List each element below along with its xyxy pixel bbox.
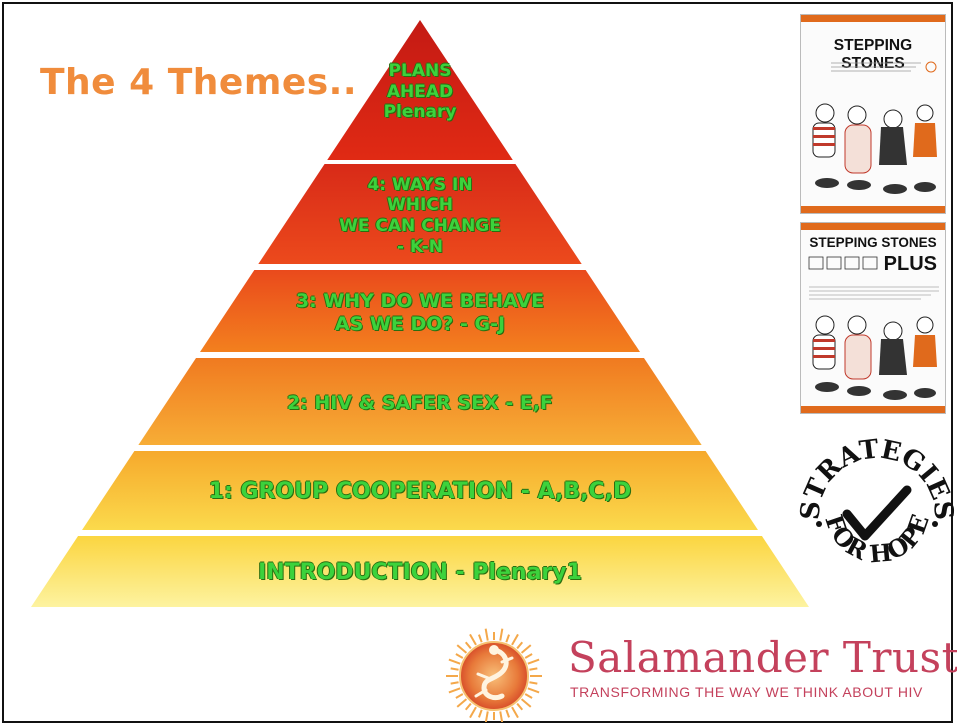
book-title: STEPPING STONES <box>809 235 937 250</box>
pyramid-layer-5 <box>258 164 582 264</box>
stepping-stones-book-cover: STEPPING STONES <box>800 14 946 214</box>
pyramid-label-line: WHICH <box>386 195 453 216</box>
strategies-for-hope-logo: STRATEGIES FOR HOPE <box>797 434 957 568</box>
pyramid-layer-label: 2: HIV & SAFER SEX - E,F <box>160 392 680 415</box>
pyramid-label-line: 2: HIV & SAFER SEX - E,F <box>286 391 554 414</box>
stepping-stones-plus-book-cover: STEPPING STONES PLUS <box>800 222 946 414</box>
pyramid-layer-label: INTRODUCTION - Plenary1 <box>160 560 680 587</box>
pyramid-layer-label: 1: GROUP COOPERATION - A,B,C,D <box>160 479 680 506</box>
pyramid-layer-2 <box>82 451 758 530</box>
pyramid-layer-3 <box>138 358 702 445</box>
pyramid-label-line: Plenary <box>383 102 457 123</box>
pyramid-label-line: INTRODUCTION - Plenary1 <box>258 560 582 586</box>
pyramid-label-line: WE CAN CHANGE <box>339 215 501 236</box>
pyramid-label-line: AS WE DO? - G-J <box>334 313 506 335</box>
pyramid-label-line: - K-N <box>397 236 443 257</box>
slide-title: The 4 Themes.. <box>40 62 358 103</box>
pyramid-layer-4 <box>199 270 641 352</box>
book-subtitle: PLUS <box>883 253 937 275</box>
book-title: STEPPING STONES <box>833 37 913 72</box>
pyramid-label-line: 4: WAYS IN <box>367 174 473 195</box>
organization-name: Salamander Trust <box>568 633 957 682</box>
salamander-icon <box>481 647 509 701</box>
pyramid-layer-6 <box>327 20 513 160</box>
pyramid-label-line: AHEAD <box>386 81 454 102</box>
dancers-illustration <box>809 61 937 210</box>
checkmark-icon <box>842 485 912 541</box>
pyramid-label-line: 1: GROUP COOPERATION - A,B,C,D <box>208 479 632 505</box>
pyramid-label-line: 3: WHY DO WE BEHAVE <box>295 289 545 312</box>
salamander-sun-logo <box>446 628 542 722</box>
pyramid-layer-1 <box>31 536 809 607</box>
dancers-illustration <box>808 256 939 400</box>
organization-tagline: TRANSFORMING THE WAY WE THINK ABOUT HIV <box>570 684 923 700</box>
pyramid-label-line: PLANS <box>388 60 452 81</box>
logo-top-text: STRATEGIES <box>797 434 957 521</box>
